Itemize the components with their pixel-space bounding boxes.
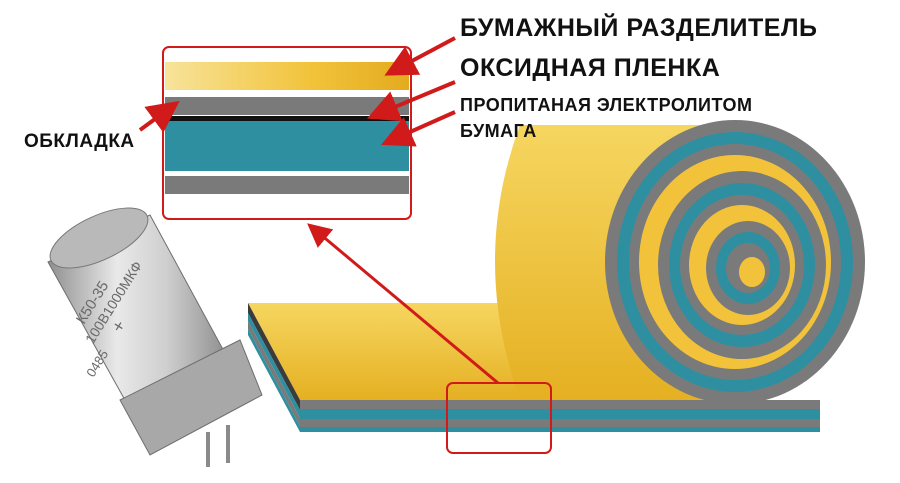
layer-paper-separator <box>165 62 409 90</box>
capacitor-lead-1 <box>206 432 210 467</box>
label-impregnated-paper-line1: ПРОПИТАНАЯ ЭЛЕКТРОЛИТОМ <box>460 95 753 115</box>
rolled-capacitor-element <box>495 120 865 404</box>
callout-arrows <box>138 36 499 385</box>
arrow-paper-separator <box>384 36 456 76</box>
capacitor-top <box>49 207 149 269</box>
arrow-oxide-film <box>366 80 456 122</box>
capacitor-base-ring <box>119 339 263 456</box>
strip-front-teal-2 <box>300 427 820 432</box>
strip-side-teal <box>248 313 300 418</box>
layer-impregnated-paper <box>165 121 409 171</box>
strip-front-gray-2 <box>300 419 820 427</box>
label-impregnated-paper: ПРОПИТАНАЯ ЭЛЕКТРОЛИТОМ БУМАГА <box>460 92 753 144</box>
label-plate: ОБКЛАДКА <box>24 131 135 152</box>
label-impregnated-paper-line2: БУМАГА <box>460 121 537 141</box>
strip-front-gray <box>300 400 820 409</box>
label-oxide-film: ОКСИДНАЯ ПЛЕНКА <box>460 54 721 82</box>
capacitor-photo <box>47 207 263 467</box>
strip-highlight-box <box>446 382 552 454</box>
strip-side-gray <box>248 321 300 426</box>
strip-side-teal-2 <box>248 329 300 432</box>
layer-oxide-film <box>165 116 409 121</box>
capacitor-lead-2 <box>226 425 230 463</box>
roll-end-core <box>739 257 765 287</box>
arrow-zoom-source <box>307 223 499 385</box>
strip-front-teal <box>300 409 820 419</box>
arrow-impregnated-paper <box>381 110 456 147</box>
layer-plate-top <box>165 97 409 115</box>
label-paper-separator: БУМАЖНЫЙ РАЗДЕЛИТЕЛЬ <box>460 14 818 42</box>
zoom-detail-box <box>162 46 412 220</box>
layer-plate-bottom <box>165 176 409 194</box>
strip-side-dark <box>248 303 300 410</box>
arrow-plate <box>138 100 180 133</box>
